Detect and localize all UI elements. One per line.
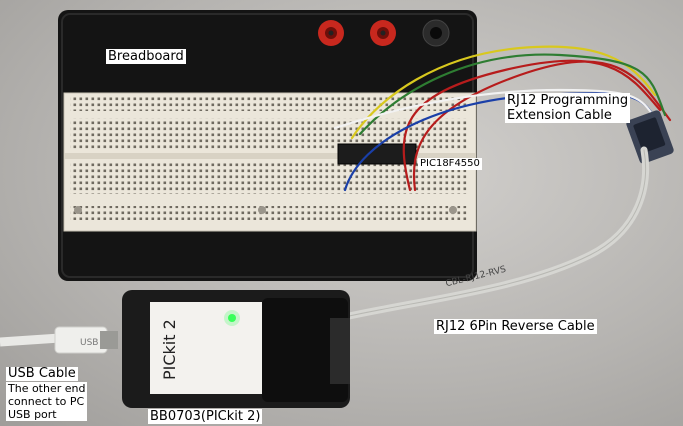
label-rj12-extension-line1: RJ12 Programming bbox=[507, 93, 629, 108]
pickit-brand-text: PICkit 2 bbox=[160, 319, 179, 380]
rj12-extension-connector bbox=[626, 110, 674, 164]
label-usb-line2: connect to PC bbox=[8, 395, 85, 408]
terminal-red-2 bbox=[370, 20, 396, 46]
label-rj12-extension: RJ12 Programming Extension Cable bbox=[505, 93, 631, 123]
label-breadboard: Breadboard bbox=[106, 49, 186, 64]
label-rj12-extension-line2: Extension Cable bbox=[507, 108, 612, 123]
label-rj12-reverse: RJ12 6Pin Reverse Cable bbox=[434, 319, 597, 334]
usb-cable: USB bbox=[0, 326, 118, 354]
label-usb-title: USB Cable bbox=[8, 366, 76, 381]
pickit2-programmer bbox=[122, 290, 350, 408]
terminal-black bbox=[422, 19, 450, 47]
breadboard-body bbox=[63, 92, 477, 232]
label-usb-cable: USB Cable bbox=[6, 367, 78, 381]
terminal-red-1 bbox=[318, 20, 344, 46]
svg-text:USB: USB bbox=[80, 338, 98, 348]
label-chip: PIC18F4550 bbox=[418, 158, 482, 170]
label-usb-line1: The other end bbox=[8, 382, 86, 395]
label-usb-description: The other end connect to PC USB port bbox=[6, 382, 88, 421]
label-programmer: BB0703(PICkit 2) bbox=[148, 409, 263, 424]
label-usb-line3: USB port bbox=[8, 408, 57, 421]
